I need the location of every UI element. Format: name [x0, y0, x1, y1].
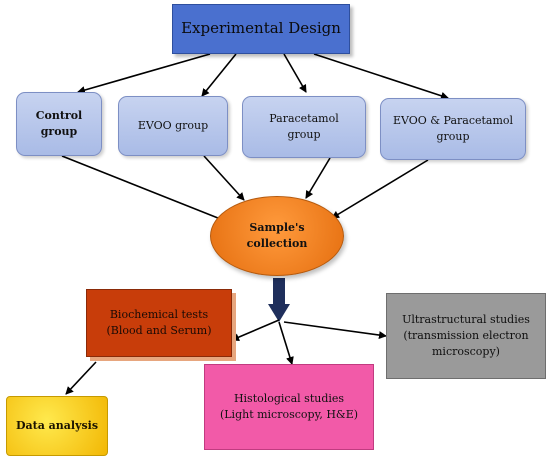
arrow-title-to-evoo — [201, 53, 237, 97]
paracetamol-group-label-line1: Paracetamol — [269, 112, 339, 126]
arrow-to-histological — [278, 321, 294, 365]
experimental-design-title: Experimental Design — [181, 19, 341, 38]
histological-label-line2: (Light microscopy, H&E) — [219, 408, 359, 421]
biochemical-tests-label-line2: (Blood and Serum) — [106, 324, 212, 337]
histological-label-line1: Histological studies — [233, 392, 345, 406]
arrow-title-to-control — [77, 53, 211, 94]
ultrastructural-label-line1: Ultrastructural studies — [402, 313, 530, 327]
evoo-group-label: EVOO group — [137, 119, 209, 133]
ultrastructural-label-line2: (transmission electron — [403, 329, 529, 343]
paracetamol-group-label-line2: group — [287, 128, 321, 141]
evoo-group-box: EVOO group — [118, 96, 228, 156]
data-analysis-box: Data analysis — [6, 396, 108, 456]
control-group-label-line2: group — [40, 125, 78, 138]
sample-collection-ellipse: Sample's collection — [210, 196, 344, 276]
evoo-paracetamol-group-label-line1: EVOO & Paracetamol — [392, 114, 514, 128]
ultrastructural-label-line3: microscopy) — [432, 344, 500, 358]
arrow-title-to-paracetamol — [283, 53, 307, 93]
arrow-paracetamol-to-sample — [305, 157, 331, 199]
ultrastructural-studies-box: Ultrastructural studies (transmission el… — [386, 293, 546, 379]
experimental-design-box: Experimental Design — [172, 4, 350, 54]
biochemical-tests-label-line1: Biochemical tests — [109, 308, 209, 322]
arrow-combined-to-sample — [331, 159, 429, 219]
arrow-biochemical-to-data-analysis — [65, 361, 97, 395]
paracetamol-group-box: Paracetamol group — [242, 96, 366, 158]
control-group-label-line1: Control — [35, 109, 83, 123]
biochemical-tests-box: Biochemical tests (Blood and Serum) — [86, 289, 232, 357]
arrow-title-to-combined — [313, 53, 449, 100]
evoo-paracetamol-group-box: EVOO & Paracetamol group — [380, 98, 526, 160]
arrow-to-ultrastructural — [283, 321, 387, 340]
thick-down-arrow — [268, 278, 290, 322]
arrow-control-to-sample — [61, 155, 229, 224]
evoo-paracetamol-group-label-line2: group — [436, 130, 470, 143]
arrow-evoo-to-sample — [203, 155, 245, 201]
histological-studies-box: Histological studies (Light microscopy, … — [204, 364, 374, 450]
arrow-to-biochemical — [231, 319, 280, 341]
sample-collection-label-line2: collection — [246, 237, 308, 250]
sample-collection-label-line1: Sample's — [249, 221, 305, 235]
control-group-box: Control group — [16, 92, 102, 156]
data-analysis-label: Data analysis — [15, 419, 99, 433]
